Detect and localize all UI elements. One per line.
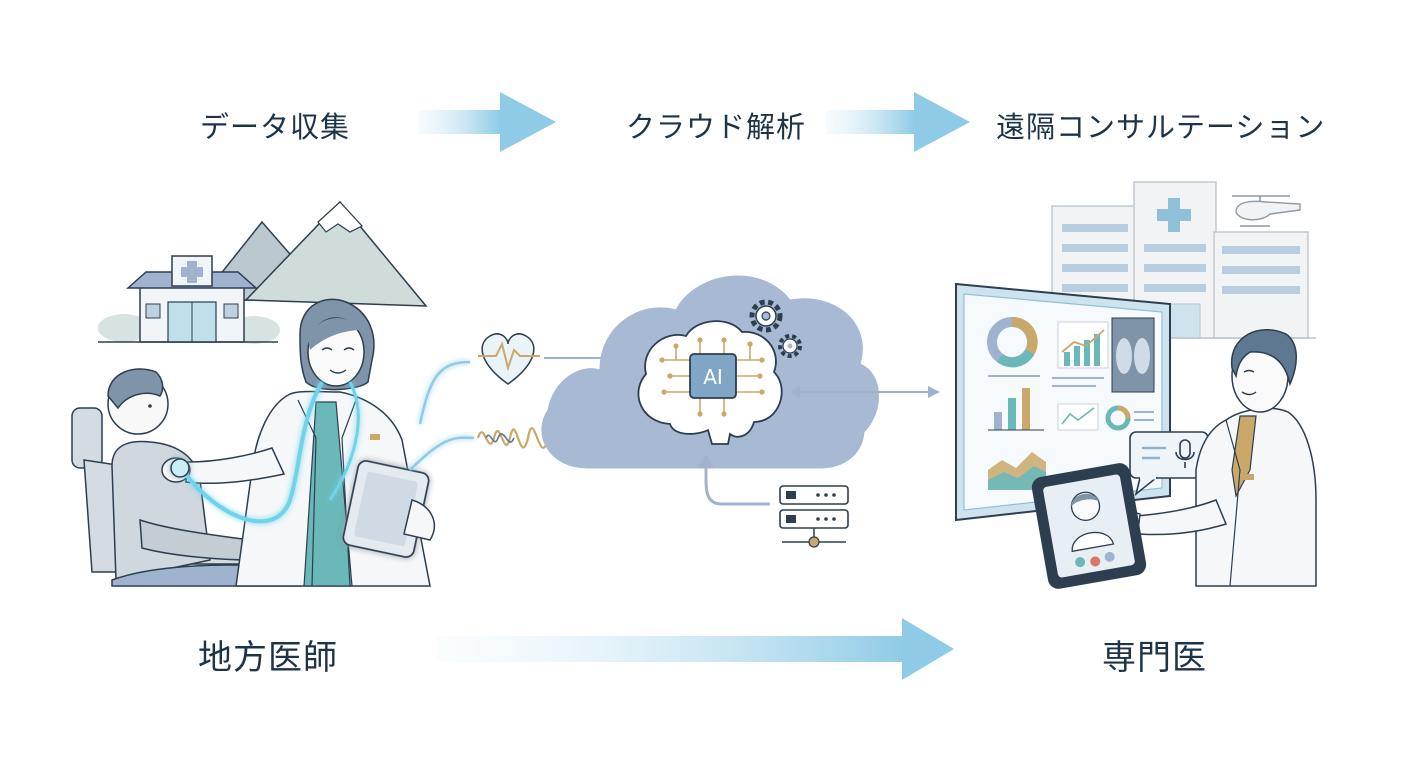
flow-arrow-1 (418, 92, 556, 152)
helicopter-icon (1232, 195, 1301, 227)
rural-clinic-icon (98, 255, 280, 344)
tablet-device (342, 460, 435, 558)
hospital-building (1040, 181, 1316, 339)
heartbeat-icon (478, 333, 616, 385)
step-label-remote-consultation: 遠隔コンサルテーション (996, 110, 1326, 144)
ai-brain-icon: AI (637, 320, 783, 445)
bidirectional-arrow (790, 386, 940, 398)
specialist-figure (1123, 329, 1317, 587)
video-call-tablet (1031, 463, 1147, 589)
step-label-cloud-analysis: クラウド解析 (626, 110, 807, 144)
flow-arrow-bottom (436, 618, 954, 680)
server-icon (698, 454, 849, 548)
microphone-icon (1175, 439, 1195, 468)
role-label-rural-doctor: 地方医師 (198, 638, 338, 678)
stethoscope-icon (170, 380, 360, 524)
gear-icon (749, 299, 802, 358)
signal-lines (409, 360, 475, 471)
flow-arrow-2 (826, 92, 970, 152)
step-label-data-collection: データ収集 (200, 110, 351, 144)
dashboard-monitor (955, 282, 1171, 561)
role-label-specialist: 専門医 (1102, 638, 1207, 678)
ai-chip-label: AI (703, 365, 723, 389)
